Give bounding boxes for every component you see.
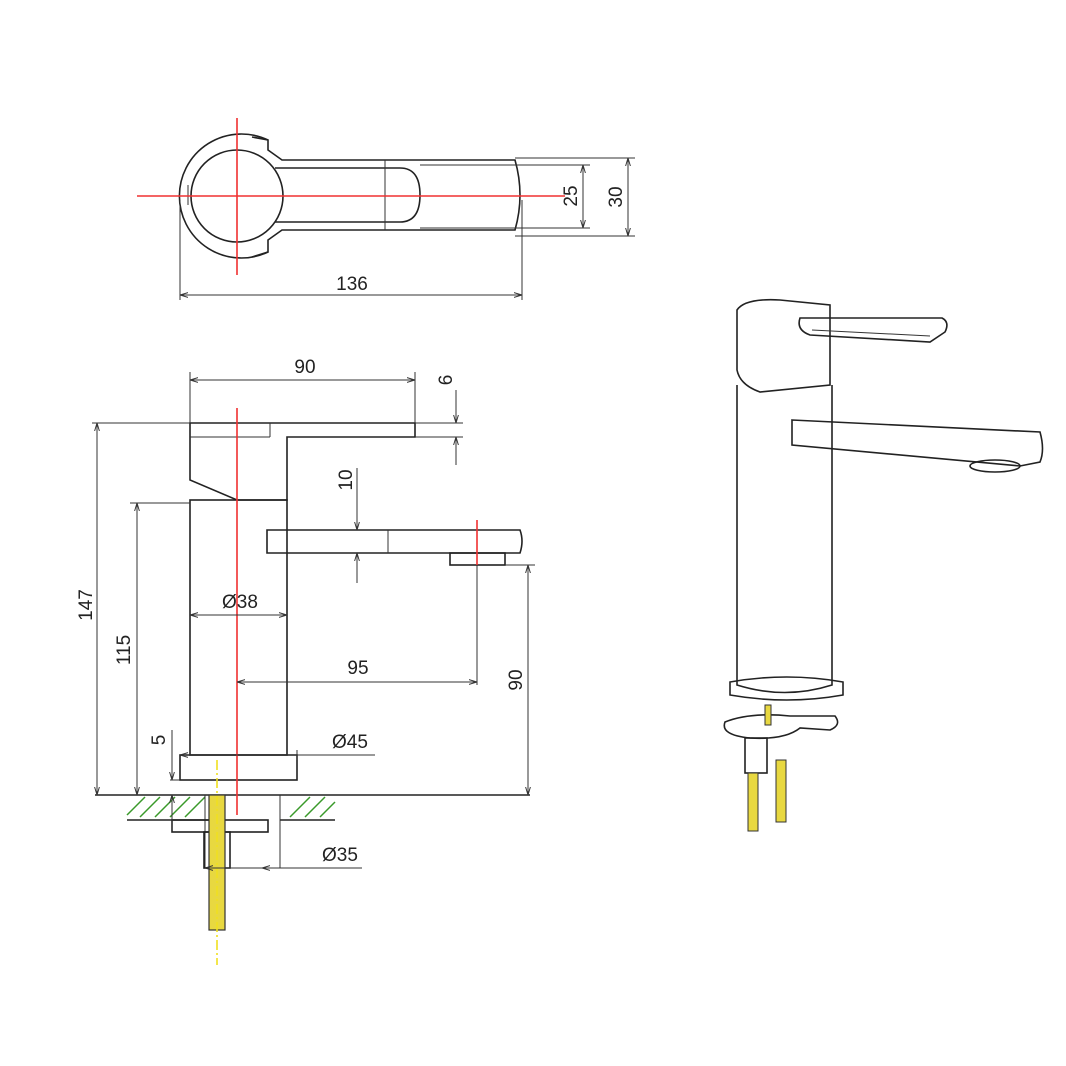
spout <box>266 529 523 554</box>
iso-nut <box>744 737 768 774</box>
dim-body-height: 115 <box>114 635 135 665</box>
side-view: 90 6 147 115 10 Ø38 95 90 5 Ø45 Ø35 <box>76 357 535 965</box>
dim-body-diameter: Ø38 <box>222 592 258 613</box>
lever-and-head <box>189 422 416 501</box>
dim-spout-thickness: 10 <box>336 469 357 490</box>
dim-spout-height: 90 <box>506 669 527 690</box>
iso-aerator <box>969 459 1021 473</box>
iso-spout <box>791 419 1044 467</box>
body <box>189 499 288 756</box>
iso-base <box>729 676 844 701</box>
dim-lever-length: 90 <box>294 357 315 378</box>
iso-head <box>736 298 831 393</box>
dim-total-height: 147 <box>76 589 97 621</box>
iso-mount-plate <box>723 714 839 740</box>
iso-hose-2 <box>775 759 787 823</box>
top-view: 136 25 30 <box>137 118 635 300</box>
dim-lever-width: 25 <box>561 185 582 206</box>
dim-base-diameter: Ø45 <box>332 732 368 753</box>
isometric-view <box>723 298 1044 832</box>
dim-hole-diameter: Ø35 <box>322 845 358 866</box>
iso-body <box>736 385 833 694</box>
dim-length: 136 <box>336 274 368 295</box>
dim-base-height: 5 <box>149 735 170 746</box>
iso-hose-1 <box>747 772 759 832</box>
counter-hatch <box>126 796 336 818</box>
dim-lever-thickness: 6 <box>436 375 457 386</box>
dim-total-width: 30 <box>606 186 627 207</box>
base-ring <box>179 754 298 781</box>
iso-lever <box>798 317 948 343</box>
dim-spout-reach: 95 <box>347 658 368 679</box>
